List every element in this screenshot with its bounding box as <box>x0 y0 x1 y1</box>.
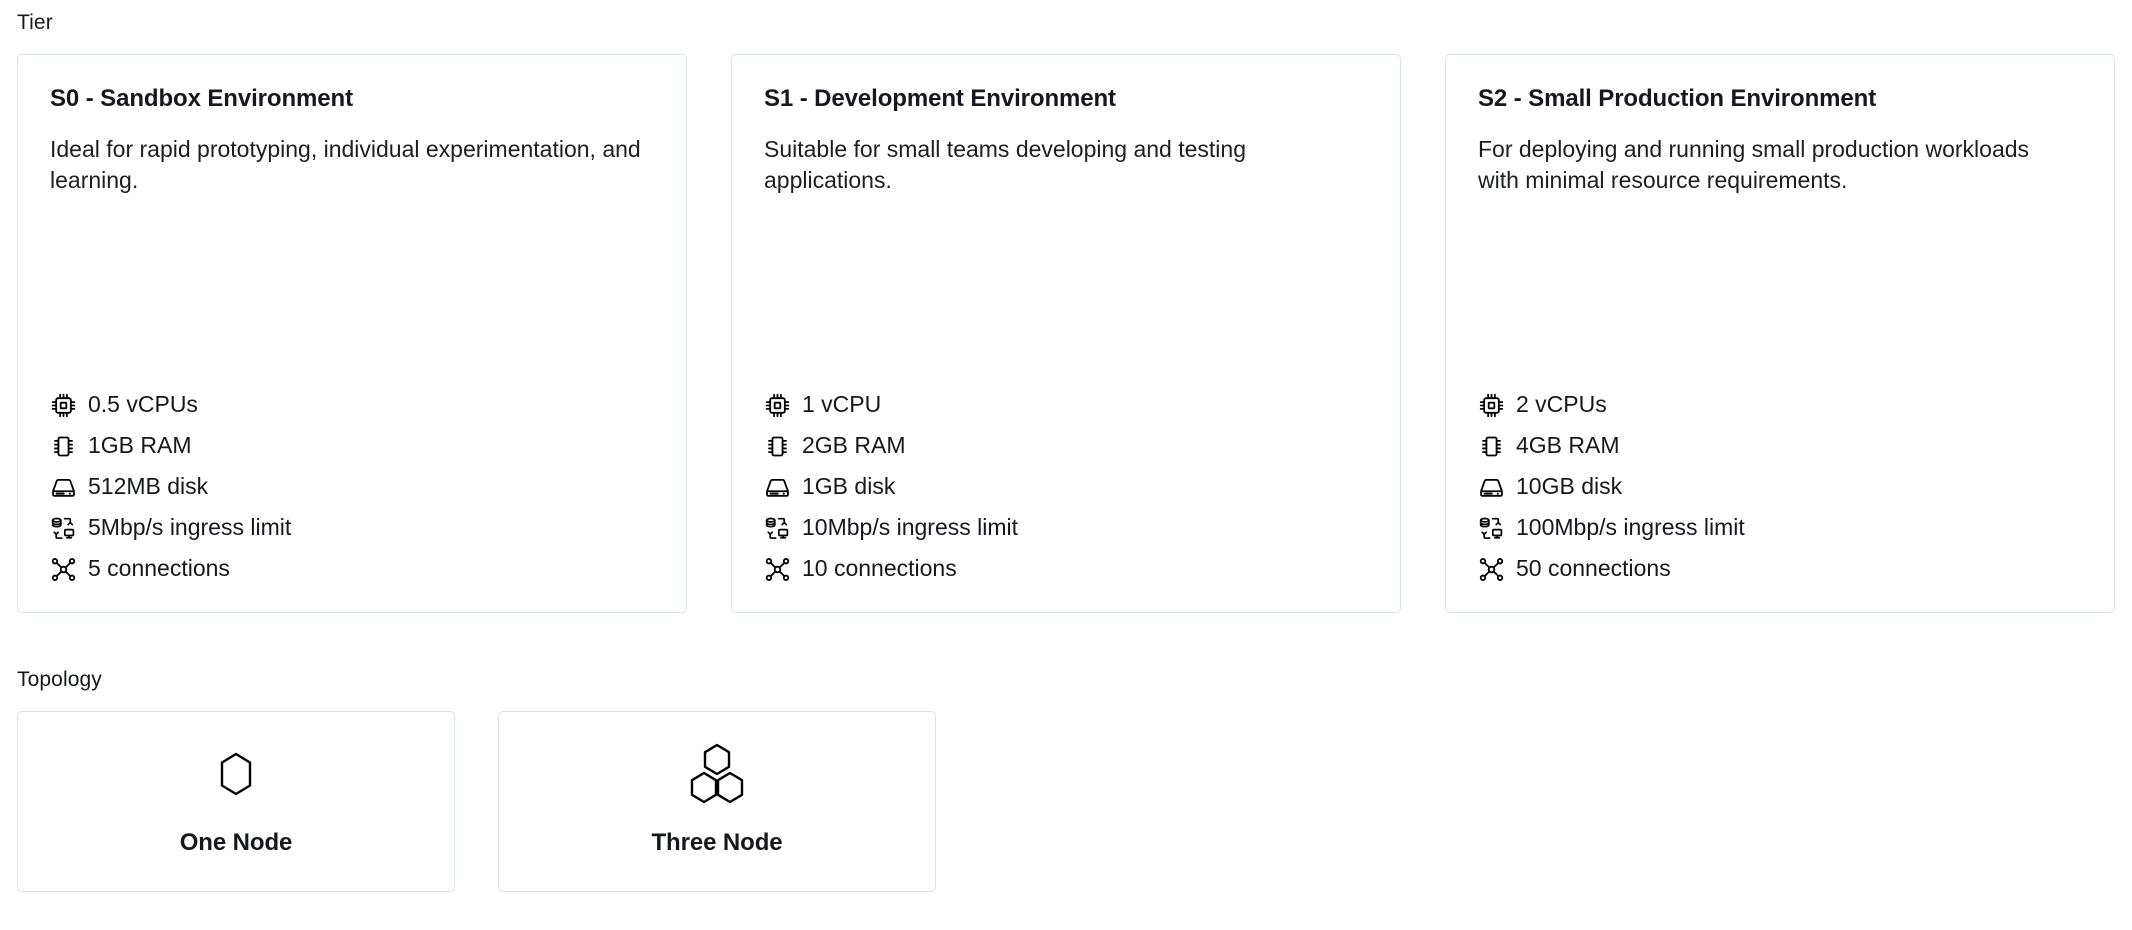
spec-text: 5Mbp/s ingress limit <box>88 514 292 541</box>
connections-icon <box>764 556 791 583</box>
disk-icon <box>1478 474 1505 501</box>
spec-row-ingress: 10Mbp/s ingress limit <box>764 511 1368 545</box>
tier-card-s1[interactable]: S1 - Development Environment Suitable fo… <box>731 54 1401 613</box>
topology-card-label: Three Node <box>651 829 783 856</box>
cpu-icon <box>1478 392 1505 419</box>
tier-card-s2[interactable]: S2 - Small Production Environment For de… <box>1445 54 2115 613</box>
spec-text: 10 connections <box>802 555 957 582</box>
spec-text: 2GB RAM <box>802 432 906 459</box>
spec-text: 1GB disk <box>802 473 896 500</box>
spec-row-vcpu: 1 vCPU <box>764 388 1368 422</box>
spec-row-memory: 2GB RAM <box>764 429 1368 463</box>
spec-text: 10GB disk <box>1516 473 1623 500</box>
network-ingress-icon <box>50 515 77 542</box>
spec-row-ingress: 100Mbp/s ingress limit <box>1478 511 2082 545</box>
spec-row-vcpu: 0.5 vCPUs <box>50 388 654 422</box>
spec-row-disk: 10GB disk <box>1478 470 2082 504</box>
cpu-icon <box>50 392 77 419</box>
spec-text: 2 vCPUs <box>1516 391 1607 418</box>
topology-card-grid: One Node Three Node <box>17 711 2115 892</box>
spec-text: 5 connections <box>88 555 230 582</box>
spec-row-memory: 4GB RAM <box>1478 429 2082 463</box>
network-ingress-icon <box>1478 515 1505 542</box>
network-ingress-icon <box>764 515 791 542</box>
spec-text: 4GB RAM <box>1516 432 1620 459</box>
spec-row-connections: 5 connections <box>50 552 654 586</box>
tier-card-description: For deploying and running small producti… <box>1478 135 2030 193</box>
memory-icon <box>764 433 791 460</box>
spec-text: 512MB disk <box>88 473 209 500</box>
connections-icon <box>1478 556 1505 583</box>
spec-text: 10Mbp/s ingress limit <box>802 514 1019 541</box>
topology-card-one-node[interactable]: One Node <box>17 711 455 892</box>
spec-text: 0.5 vCPUs <box>88 391 198 418</box>
connections-icon <box>50 556 77 583</box>
triple-hexagon-icon <box>685 743 749 805</box>
spec-text: 1GB RAM <box>88 432 192 459</box>
disk-icon <box>764 474 791 501</box>
disk-icon <box>50 474 77 501</box>
tier-card-title: S2 - Small Production Environment <box>1478 85 1877 112</box>
spec-row-connections: 10 connections <box>764 552 1368 586</box>
tier-spec-list: 0.5 vCPUs 1GB RAM <box>50 364 654 586</box>
tier-card-title: S1 - Development Environment <box>764 85 1116 112</box>
spec-row-connections: 50 connections <box>1478 552 2082 586</box>
topology-section-label: Topology <box>17 668 102 691</box>
spec-row-vcpu: 2 vCPUs <box>1478 388 2082 422</box>
tier-section-label: Tier <box>17 11 53 34</box>
spec-row-memory: 1GB RAM <box>50 429 654 463</box>
cpu-icon <box>764 392 791 419</box>
spec-text: 1 vCPU <box>802 391 882 418</box>
memory-icon <box>1478 433 1505 460</box>
tier-card-description: Ideal for rapid prototyping, individual … <box>50 135 641 193</box>
tier-card-grid: S0 - Sandbox Environment Ideal for rapid… <box>17 54 2115 613</box>
memory-icon <box>50 433 77 460</box>
spec-row-disk: 1GB disk <box>764 470 1368 504</box>
tier-card-description: Suitable for small teams developing and … <box>764 135 1247 193</box>
topology-card-label: One Node <box>179 829 293 856</box>
topology-card-three-node[interactable]: Three Node <box>498 711 936 892</box>
tier-spec-list: 2 vCPUs 4GB RAM <box>1478 364 2082 586</box>
tier-card-title: S0 - Sandbox Environment <box>50 85 353 112</box>
single-hexagon-icon <box>216 743 256 805</box>
tier-card-s0[interactable]: S0 - Sandbox Environment Ideal for rapid… <box>17 54 687 613</box>
spec-text: 100Mbp/s ingress limit <box>1516 514 1745 541</box>
tier-spec-list: 1 vCPU 2GB RAM <box>764 364 1368 586</box>
spec-row-disk: 512MB disk <box>50 470 654 504</box>
spec-row-ingress: 5Mbp/s ingress limit <box>50 511 654 545</box>
spec-text: 50 connections <box>1516 555 1671 582</box>
